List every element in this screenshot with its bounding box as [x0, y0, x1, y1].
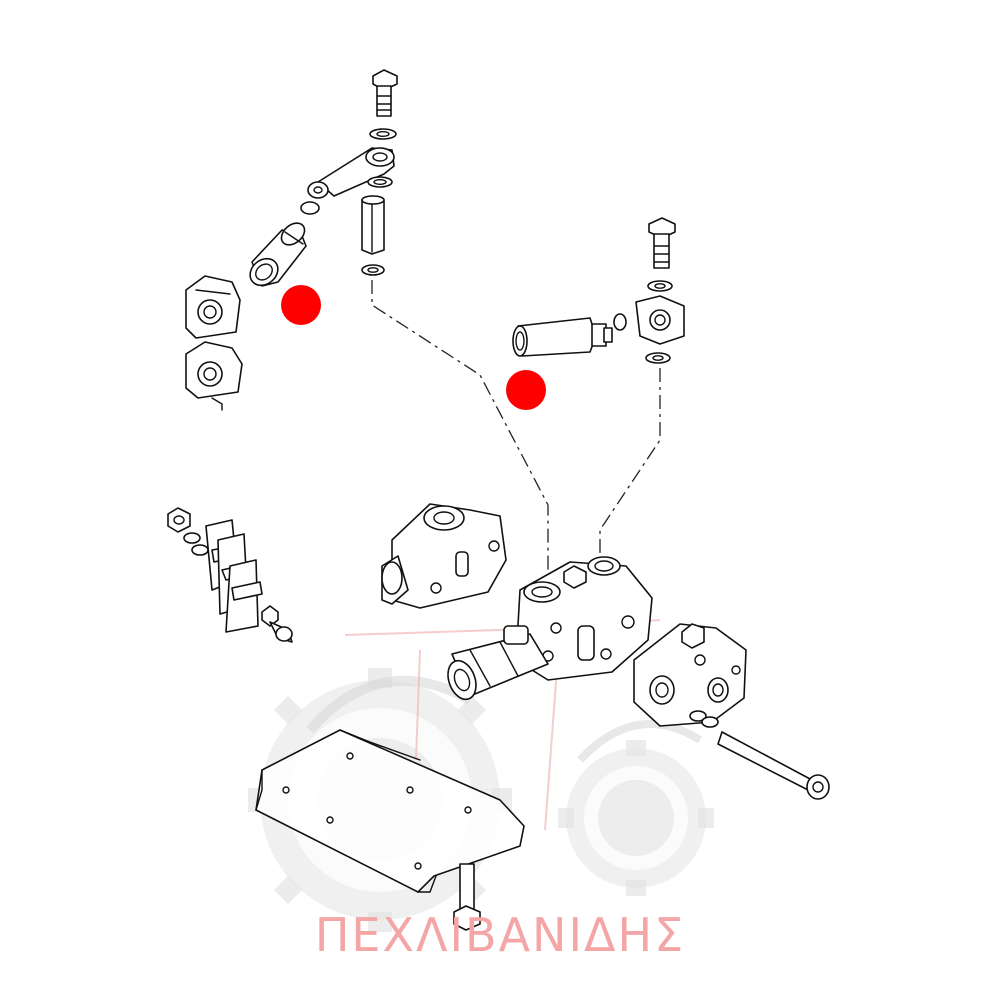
left-valve-block-upper — [185, 275, 241, 339]
right-banjo-bolt — [648, 217, 676, 269]
bracket-bolt — [261, 605, 293, 643]
mounting-plate — [255, 729, 525, 893]
mounting-bolt — [453, 863, 481, 931]
connection-lines — [371, 280, 661, 585]
right-end-cover-block — [633, 623, 747, 727]
marker-right-filter[interactable] — [506, 370, 546, 410]
spool-cap-cylinder — [447, 625, 549, 701]
right-washer-lower — [645, 352, 671, 364]
marker-left-filter[interactable] — [281, 285, 321, 325]
hex-nut — [167, 507, 191, 533]
top-washer-lower — [367, 176, 393, 188]
top-washer-upper — [369, 128, 397, 140]
nut-washer-2 — [191, 544, 209, 556]
left-filter-cartridge — [249, 222, 307, 287]
hex-spacer-sleeve — [361, 195, 385, 255]
spacer-washer — [361, 264, 385, 276]
right-elbow-fitting — [635, 295, 685, 345]
right-washer-upper — [647, 280, 673, 292]
bracket-plate-3 — [225, 559, 263, 633]
watermark-front-wheel — [558, 740, 714, 896]
banjo-fitting-arm — [307, 147, 395, 199]
small-o-ring-right — [613, 313, 627, 331]
top-banjo-bolt — [372, 69, 398, 117]
right-filter-cartridge — [512, 317, 613, 357]
tie-rod-bolt — [689, 710, 830, 800]
left-valve-block-lower — [185, 341, 243, 411]
watermark-text: ΠΕΧΛΙΒΑΝΙΔΗΣ — [314, 908, 686, 962]
small-o-ring-left — [300, 201, 320, 215]
left-end-cover-block — [381, 503, 507, 609]
nut-washer-1 — [183, 532, 201, 544]
